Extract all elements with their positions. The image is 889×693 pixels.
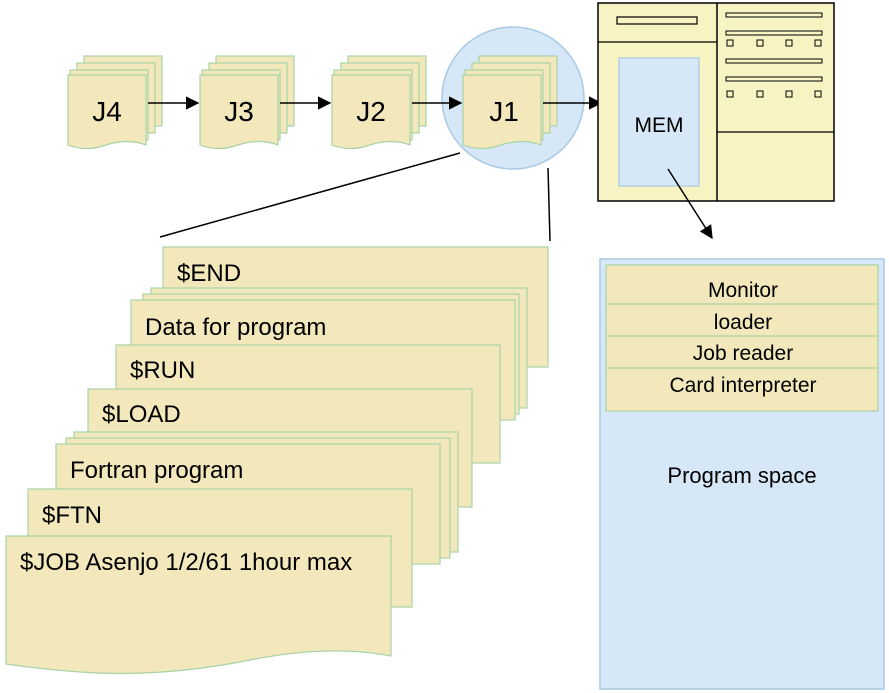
svg-text:$LOAD: $LOAD (102, 401, 181, 428)
mem-label: MEM (635, 114, 684, 137)
os-row-job-reader: Job reader (693, 342, 793, 365)
job-deck-j4: J4 (67, 55, 163, 150)
os-row-loader: loader (714, 311, 772, 334)
program-space-label: Program space (667, 463, 816, 488)
memory-layout: Monitor loader Job reader Card interpret… (599, 258, 885, 690)
job-label-j3: J3 (224, 96, 254, 127)
job-label-j1: J1 (489, 96, 519, 127)
job-label-j2: J2 (356, 96, 386, 127)
job-label-j4: J4 (92, 96, 122, 127)
os-region (605, 264, 879, 412)
indicator-lights-row-1 (726, 39, 822, 47)
svg-text:$FTN: $FTN (42, 502, 102, 529)
svg-text:Data for program: Data for program (145, 314, 326, 341)
card-deck: $END Data for program $RUN $LOAD Fortran… (5, 246, 549, 675)
cabinet-slot (616, 16, 698, 25)
svg-text:$RUN: $RUN (130, 357, 195, 384)
card-job: $JOB Asenjo 1/2/61 1hour max (5, 535, 392, 675)
os-row-monitor: Monitor (708, 279, 778, 302)
job-deck-j2: J2 (331, 55, 427, 150)
job-deck-j1: J1 (462, 55, 558, 150)
svg-text:Fortran program: Fortran program (70, 457, 243, 484)
job-deck-j3: J3 (199, 55, 295, 150)
svg-text:$JOB Asenjo 1/2/61 1hour max: $JOB Asenjo 1/2/61 1hour max (20, 549, 352, 576)
zoom-line-right (547, 167, 551, 242)
arrow-mem-to-memory-layout (667, 168, 713, 240)
mem-box (618, 57, 700, 187)
svg-text:$END: $END (177, 260, 241, 287)
os-row-card-interpreter: Card interpreter (669, 374, 816, 397)
indicator-lights-row-2 (726, 90, 822, 98)
computer-cabinet: MEM (597, 2, 835, 202)
zoom-line-left (159, 152, 461, 238)
